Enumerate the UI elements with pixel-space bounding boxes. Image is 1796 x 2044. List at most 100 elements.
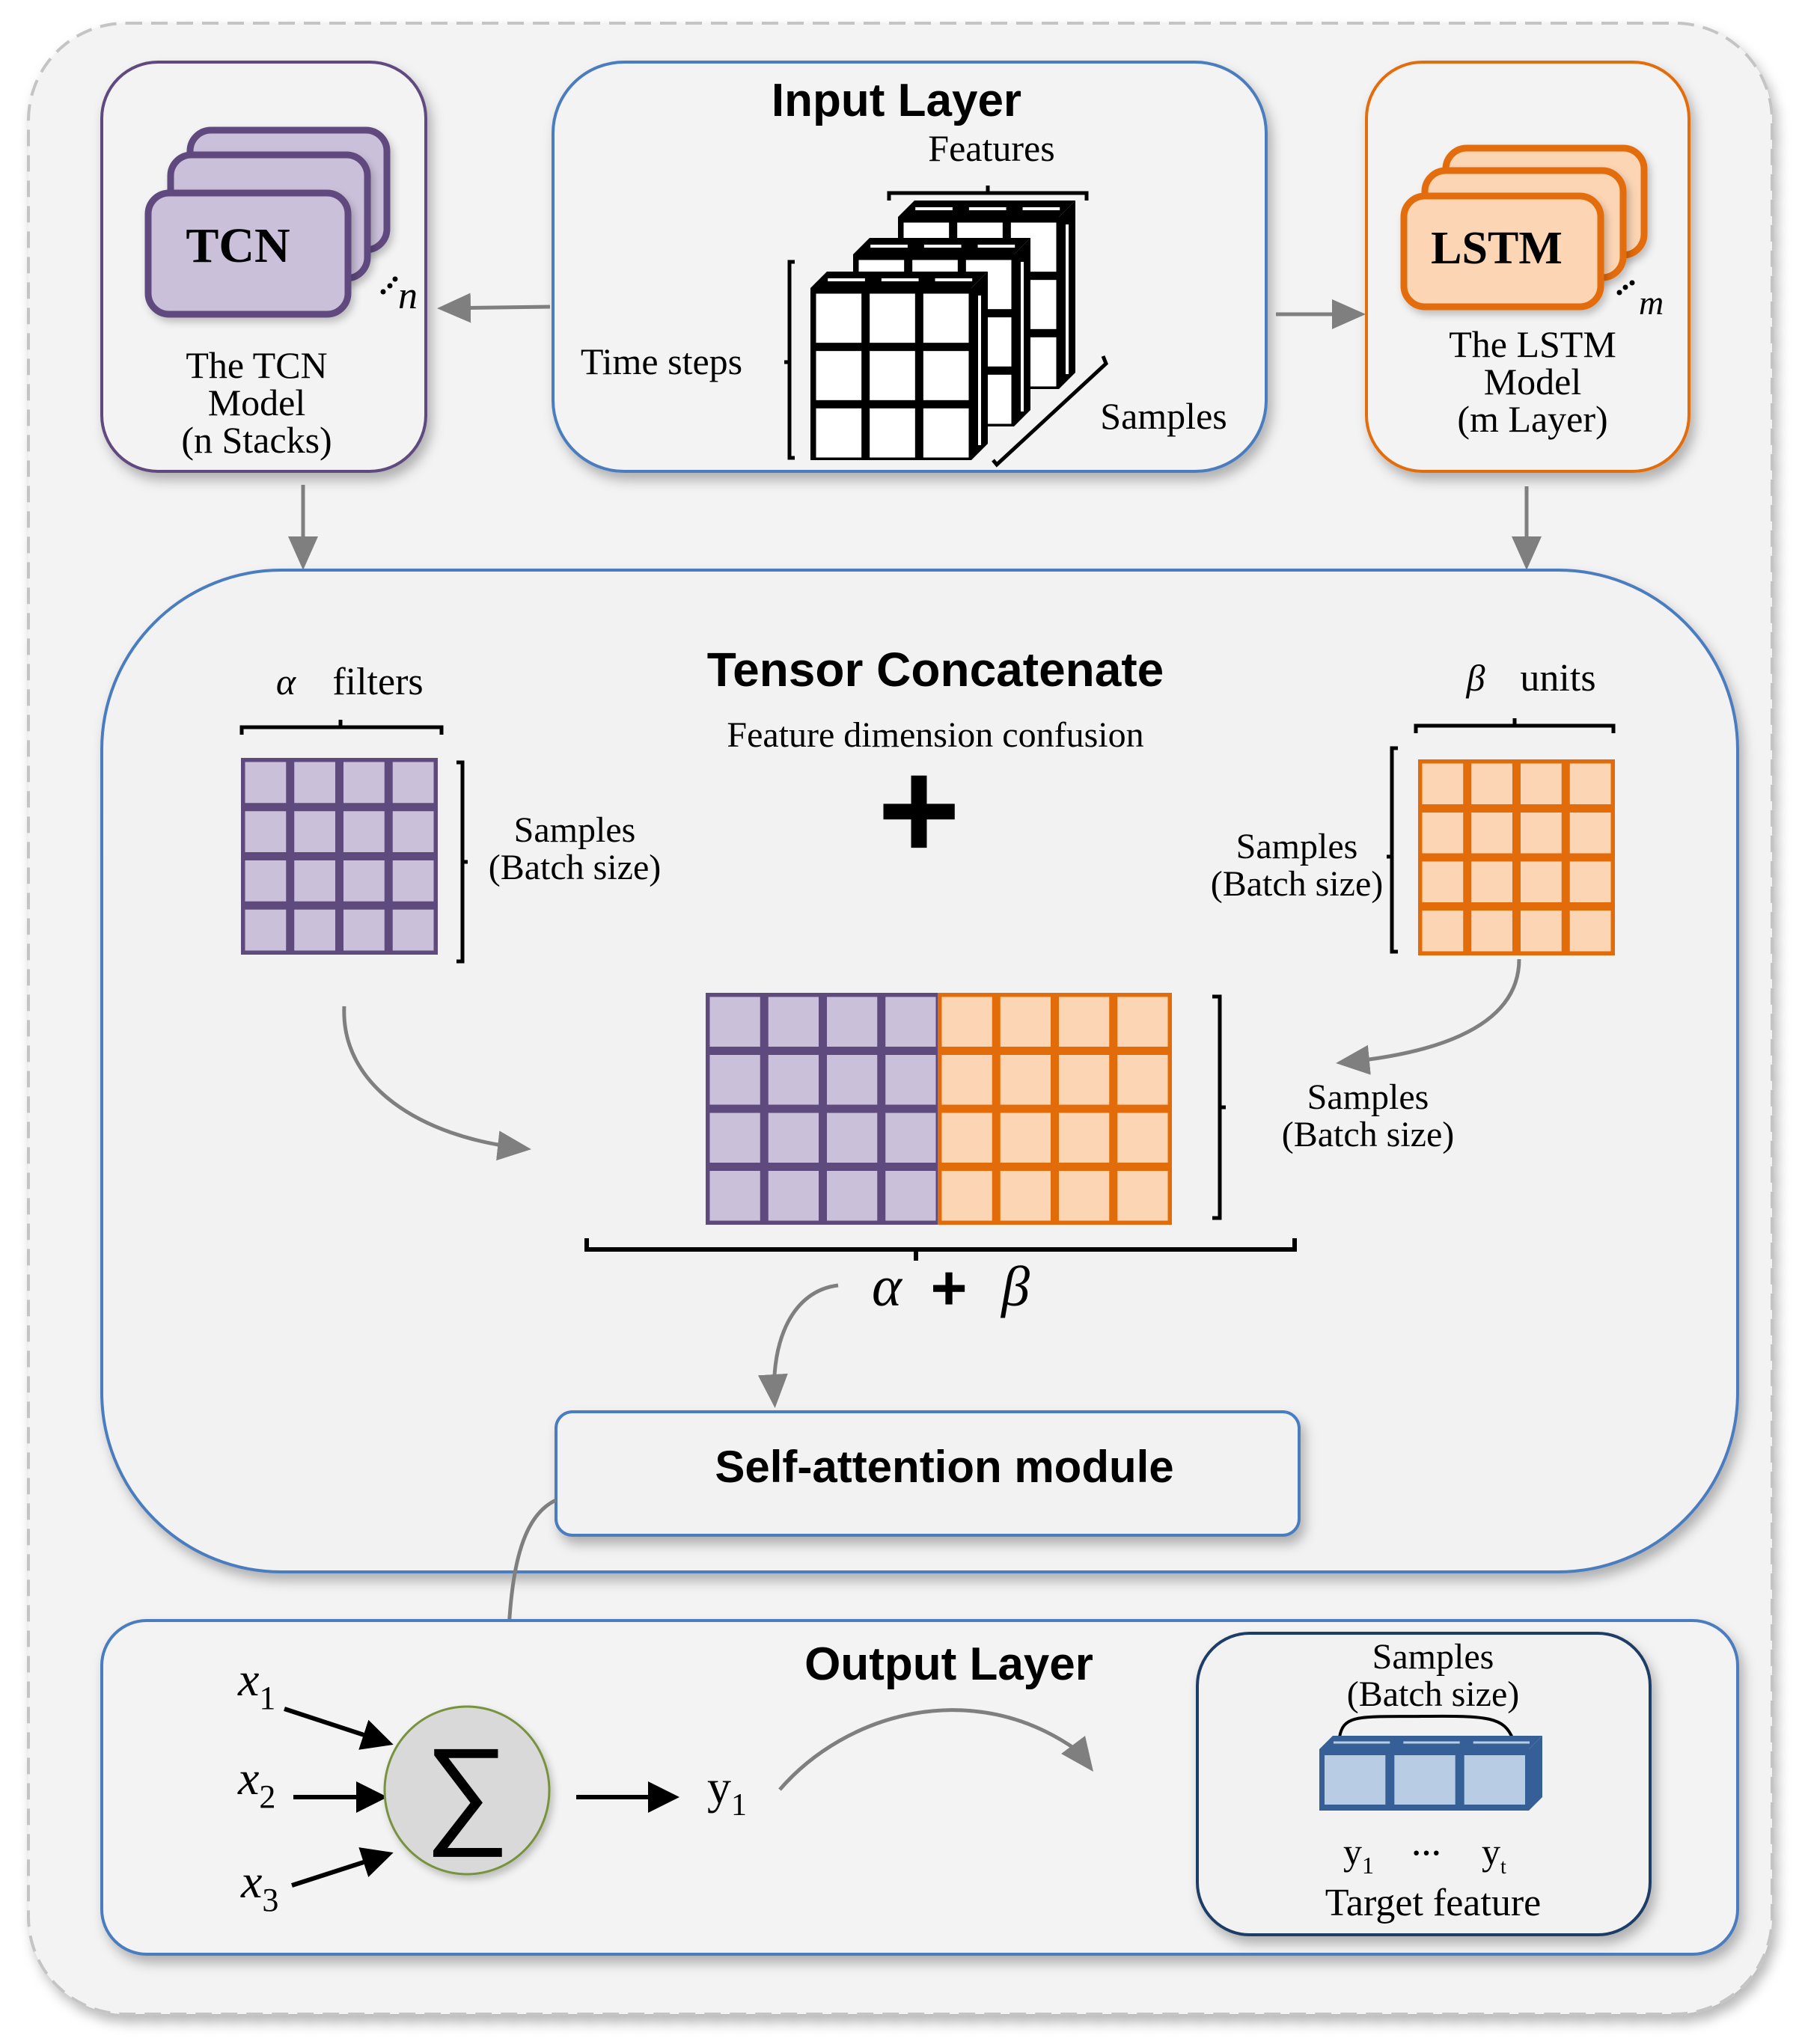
target-first-item: y1 <box>1343 1831 1374 1879</box>
combined-left-cell <box>827 1171 878 1221</box>
samples-bracket <box>992 355 1108 468</box>
combined-left-cell <box>885 997 936 1047</box>
tensor-cell <box>870 351 915 400</box>
combined-left-cell <box>768 997 819 1047</box>
tcn-matrix-cell <box>245 811 287 852</box>
tcn-matrix-cell <box>294 762 335 804</box>
lstm-matrix-cell <box>1569 911 1611 952</box>
combined-right-cell <box>1059 1113 1110 1163</box>
combined-left-cell <box>827 997 878 1047</box>
arrow-y1-to-target <box>778 1708 1093 1791</box>
lstm-block-label: LSTM <box>1431 223 1563 274</box>
target-samples-brace <box>1338 1714 1515 1740</box>
plus-icon: + <box>878 731 961 890</box>
combined-left-cell <box>709 1113 760 1163</box>
lstm-caption-line-1: The LSTM <box>1449 323 1616 365</box>
combined-matrix <box>706 993 1172 1225</box>
input-tensor-icon <box>810 201 1075 460</box>
tcn-matrix-top-bracket <box>239 720 444 735</box>
tcn-stack-icon <box>144 126 391 318</box>
target-feature-box: Samples (Batch size) y1 ··· yt Target fe… <box>1196 1632 1652 1936</box>
tcn-caption-line-2: Model <box>208 382 306 423</box>
arrow-input-to-tcn <box>437 293 551 323</box>
lstm-matrix-top-label: units <box>1520 657 1595 700</box>
tcn-matrix-cell <box>245 860 287 902</box>
lstm-matrix-beta: β <box>1466 657 1485 699</box>
samples-label: Samples <box>1100 395 1227 437</box>
features-bracket <box>887 186 1089 201</box>
tcn-block-label: TCN <box>186 218 290 273</box>
combined-left-cell <box>768 1171 819 1221</box>
combined-right-cell <box>941 1113 992 1163</box>
lstm-output-matrix <box>1418 759 1615 955</box>
input-panel-title: Input Layer <box>772 75 1021 126</box>
arrow-x1-to-sum <box>284 1707 394 1750</box>
arrow-combined-to-attention <box>757 1283 839 1408</box>
tcn-matrix-side-bracket <box>456 760 468 964</box>
lstm-matrix-side-label-2: (Batch size) <box>1211 864 1384 904</box>
target-feature-tensor <box>1319 1736 1542 1811</box>
combined-plus: + <box>930 1252 967 1323</box>
tcn-matrix-cell <box>245 762 287 804</box>
arrow-x3-to-sum <box>291 1847 394 1888</box>
tensor-cell <box>816 408 862 458</box>
tcn-matrix-cell <box>343 860 385 902</box>
lstm-matrix-cell <box>1521 763 1562 804</box>
combined-left-cell <box>885 1055 936 1105</box>
combined-beta: β <box>1000 1255 1030 1318</box>
lstm-matrix-cell <box>1422 911 1464 952</box>
input-panel: Input Layer Features Time steps Samples <box>552 61 1268 473</box>
lstm-caption-line-3: (m Layer) <box>1457 398 1607 440</box>
lstm-stack-count: m <box>1639 284 1664 322</box>
combined-right-cell <box>1000 997 1051 1047</box>
self-attention-border <box>555 1410 1301 1537</box>
tensor-slice <box>810 272 988 460</box>
combined-right-cell <box>1000 1113 1051 1163</box>
tcn-matrix-cell <box>245 909 287 951</box>
combined-right-cell <box>1059 997 1110 1047</box>
combined-side-label-2: (Batch size) <box>1282 1115 1455 1154</box>
tcn-matrix-cell <box>294 811 335 852</box>
tcn-panel: TCN n The TCN Model (n Stacks) <box>100 61 427 473</box>
combined-left-cell <box>885 1171 936 1221</box>
lstm-matrix-cell <box>1422 861 1464 902</box>
tcn-matrix-side-label-1: Samples <box>514 810 636 850</box>
lstm-matrix-cell <box>1471 911 1512 952</box>
tcn-matrix-cell <box>343 811 385 852</box>
tensor-cell <box>816 351 862 400</box>
tensor-cell <box>816 293 862 343</box>
target-last-item: yt <box>1482 1831 1506 1879</box>
tensor-cell <box>870 408 915 458</box>
tcn-matrix-cell <box>392 860 434 902</box>
output-panel-title: Output Layer <box>804 1638 1093 1690</box>
target-tensor-side <box>1529 1736 1542 1811</box>
combined-left-cell <box>768 1113 819 1163</box>
combined-alpha: α <box>872 1255 903 1318</box>
output-y1: y1 <box>707 1760 747 1823</box>
tensor-cell <box>923 293 969 343</box>
sum-icon: ∑ <box>424 1723 510 1857</box>
combined-right-cell <box>941 1171 992 1221</box>
target-ellipsis: ··· <box>1411 1836 1441 1870</box>
combined-right-cell <box>1000 1055 1051 1105</box>
target-tensor-cell <box>1464 1755 1525 1805</box>
tcn-matrix-cell <box>343 909 385 951</box>
combined-right-cell <box>1117 1055 1168 1105</box>
combined-side-label-1: Samples <box>1307 1077 1429 1117</box>
target-tensor-cell <box>1325 1755 1386 1805</box>
tcn-matrix-cell <box>392 909 434 951</box>
tcn-matrix-top-label: filters <box>332 661 423 703</box>
combined-side-bracket <box>1212 994 1226 1220</box>
combined-right-cell <box>1117 1171 1168 1221</box>
lstm-matrix-cell <box>1521 861 1562 902</box>
combined-left-cell <box>827 1113 878 1163</box>
tcn-caption-line-3: (n Stacks) <box>181 419 332 461</box>
lstm-matrix-cell <box>1569 861 1611 902</box>
sum-node <box>383 1705 551 1876</box>
lstm-matrix-cell <box>1471 813 1512 854</box>
target-samples-label-1: Samples <box>1372 1637 1494 1677</box>
lstm-panel: LSTM m The LSTM Model (m Layer) <box>1365 61 1690 473</box>
combined-right-cell <box>1059 1171 1110 1221</box>
combined-right-cell <box>941 1055 992 1105</box>
lstm-matrix-cell <box>1471 763 1512 804</box>
